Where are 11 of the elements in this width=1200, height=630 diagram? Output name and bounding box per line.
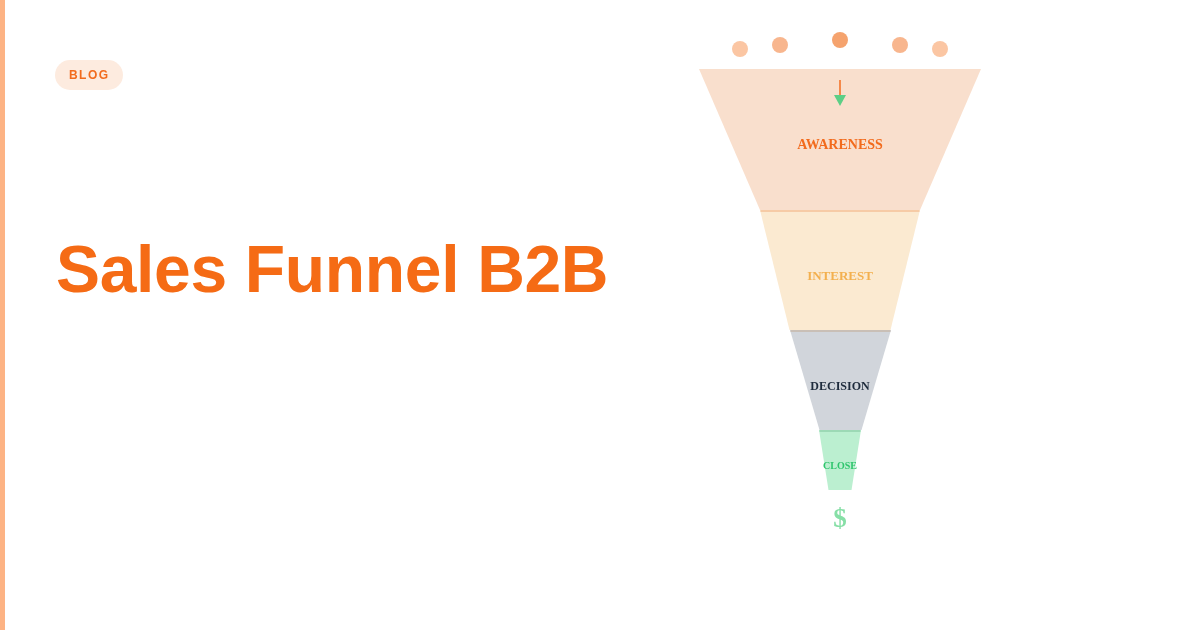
page-title: Sales Funnel B2B (56, 236, 609, 302)
stage-label: INTEREST (807, 269, 873, 282)
funnel-stage (699, 69, 981, 210)
funnel-stage (819, 430, 861, 490)
stage-label: AWARENESS (797, 138, 883, 152)
currency-symbol: $ (832, 505, 848, 532)
funnel-stage (760, 210, 920, 330)
stage-label: DECISION (810, 379, 870, 392)
category-badge: BLOG (55, 60, 124, 90)
funnel-stage (789, 330, 891, 430)
stage-label: CLOSE (823, 460, 857, 471)
